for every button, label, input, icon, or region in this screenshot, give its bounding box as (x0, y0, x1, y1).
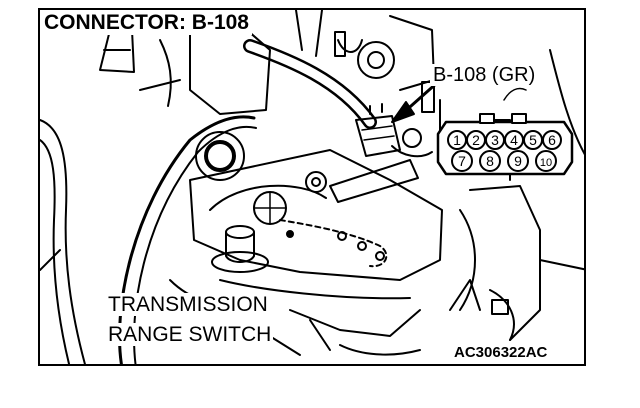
component-label-line1: TRANSMISSION (106, 293, 270, 316)
connector-pin-label-5: 5 (529, 132, 537, 148)
page-title: CONNECTOR: B-108 (42, 12, 252, 35)
connector-label: B-108 (GR) (430, 64, 539, 86)
connector-pin-label-1: 1 (453, 132, 461, 148)
connector-pin-label-10: 10 (540, 157, 552, 169)
connector-pin-label-8: 8 (486, 153, 494, 169)
component-label-line2: RANGE SWITCH (106, 323, 274, 346)
connector-pin-label-2: 2 (472, 132, 480, 148)
connector-pin-8 (479, 150, 501, 172)
connector-pin-7 (451, 150, 473, 172)
connector-pin-6 (542, 130, 562, 150)
connector-pin-10 (535, 150, 557, 172)
connector-pin-label-7: 7 (458, 153, 466, 169)
connector-pin-label-3: 3 (491, 132, 499, 148)
connector-pin-label-9: 9 (514, 153, 522, 169)
connector-pin-label-4: 4 (510, 132, 518, 148)
connector-pin-9 (507, 150, 529, 172)
figure-code: AC306322AC (452, 344, 550, 361)
connector-pin-label-6: 6 (548, 132, 556, 148)
